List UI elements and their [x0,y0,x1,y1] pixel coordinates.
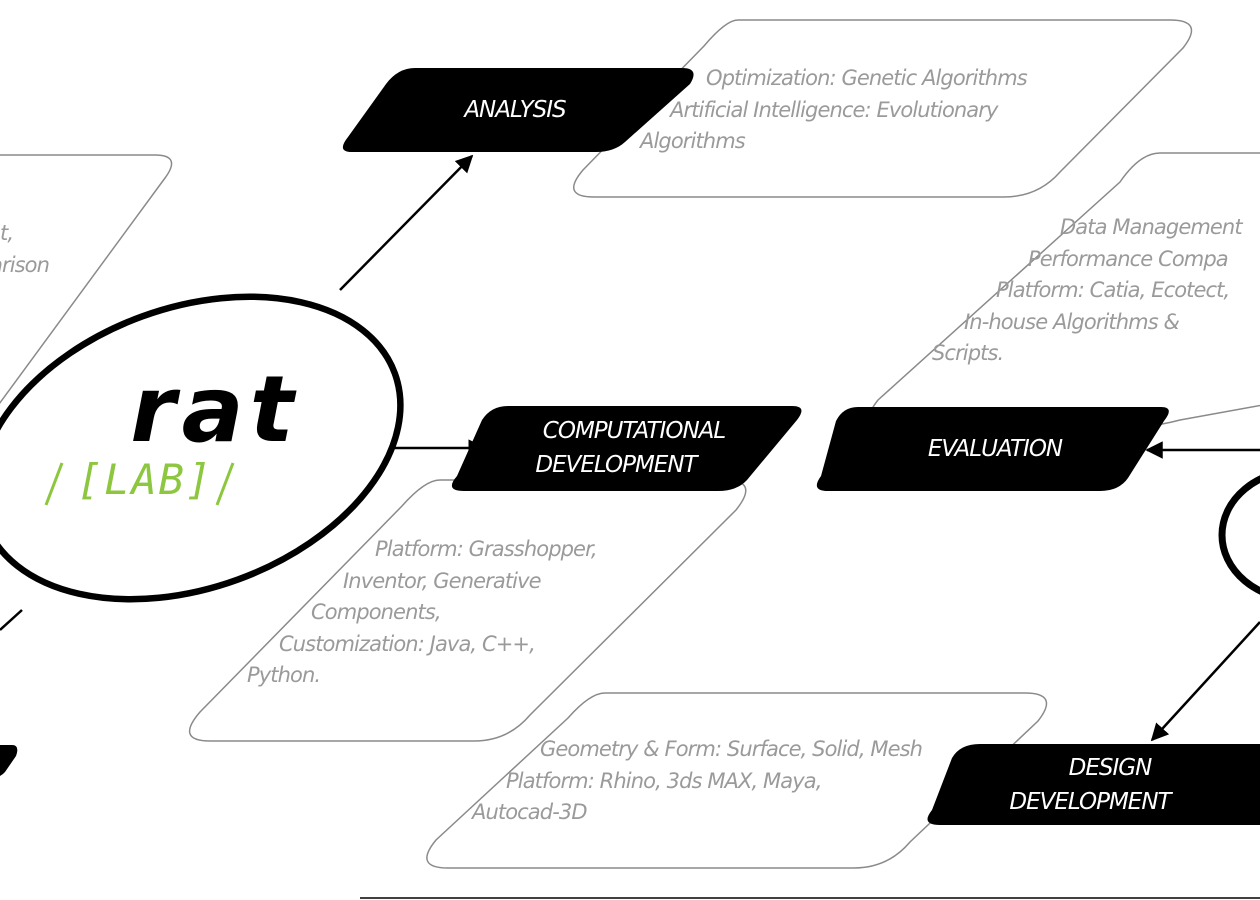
lab-bracket-left [44,462,64,506]
evaluation-stage-line-1: EVALUATION [927,436,1063,462]
computational-line-4: Customization: Java, C++, [279,631,536,656]
connector-to-design [1150,621,1260,742]
analysis-line-1: Optimization: Genetic Algorithms [706,66,1028,90]
design-stage-line-1: DESIGN [1068,755,1153,781]
evaluation-line-1: Data Management [1060,215,1243,239]
connector-to-analysis [339,154,474,291]
design-card [426,692,1048,869]
evaluation-stage-shape [816,407,1169,491]
computational-line-5: Python. [247,663,321,687]
computational-card [188,479,747,742]
design-line-2: Platform: Rhino, 3ds MAX, Maya, [506,768,822,793]
computational-line-2: Inventor, Generative [343,568,542,593]
computational-stage-line-2: DEVELOPMENT [535,452,697,478]
computational-description: Platform: Grasshopper, Inventor, Generat… [245,534,598,692]
analysis-card [573,19,1193,198]
design-line-1: Geometry & Form: Surface, Solid, Mesh [540,737,923,761]
evaluation-line-3: Platform: Catia, Ecotect, [996,278,1230,302]
right-partial-ellipse [1218,475,1260,595]
connector-lower-left-stub [0,609,23,631]
design-stage-line-2: DEVELOPMENT [1009,789,1171,815]
logo-sub-text: [LAB] [76,455,214,504]
analysis-stage-line-1: ANALYSIS [464,97,566,123]
evaluation-line-5: Scripts. [932,341,1004,365]
computational-stage-label: COMPUTATIONAL DEVELOPMENT [460,414,790,482]
computational-stage-shape [451,406,802,491]
design-description: Geometry & Form: Surface, Solid, Mesh Pl… [470,734,923,829]
left-partial-stage-shape [0,745,18,776]
design-line-3: Autocad-3D [472,800,588,824]
analysis-line-2: Artificial Intelligence: Evolutionary [670,97,998,122]
design-stage-label: DESIGN DEVELOPMENT [945,751,1235,819]
evaluation-line-4: In-house Algorithms & [964,309,1180,334]
analysis-stage-label: ANALYSIS [365,93,665,127]
logo-ellipse [0,293,404,603]
analysis-line-3: Algorithms [640,129,746,153]
lab-bracket-right [215,462,235,506]
left-partial-line-2: arison [0,252,50,277]
evaluation-stage-label: EVALUATION [835,432,1155,466]
design-stage-shape [927,744,1260,825]
analysis-description: Optimization: Genetic Algorithms Artific… [640,63,1028,158]
computational-line-3: Components, [311,600,442,624]
left-partial-description: t, arison [0,218,80,281]
evaluation-description: Data Management Performance Compa Platfo… [930,212,1243,370]
logo-sub: [LAB] [30,455,260,505]
computational-stage-line-1: COMPUTATIONAL [542,418,726,444]
left-partial-line-1: t, [0,221,14,245]
logo-name: rat [130,356,300,463]
evaluation-line-2: Performance Compa [1028,246,1229,271]
analysis-stage-shape [342,68,694,152]
computational-line-1: Platform: Grasshopper, [375,537,598,561]
left-partial-card [0,154,173,405]
